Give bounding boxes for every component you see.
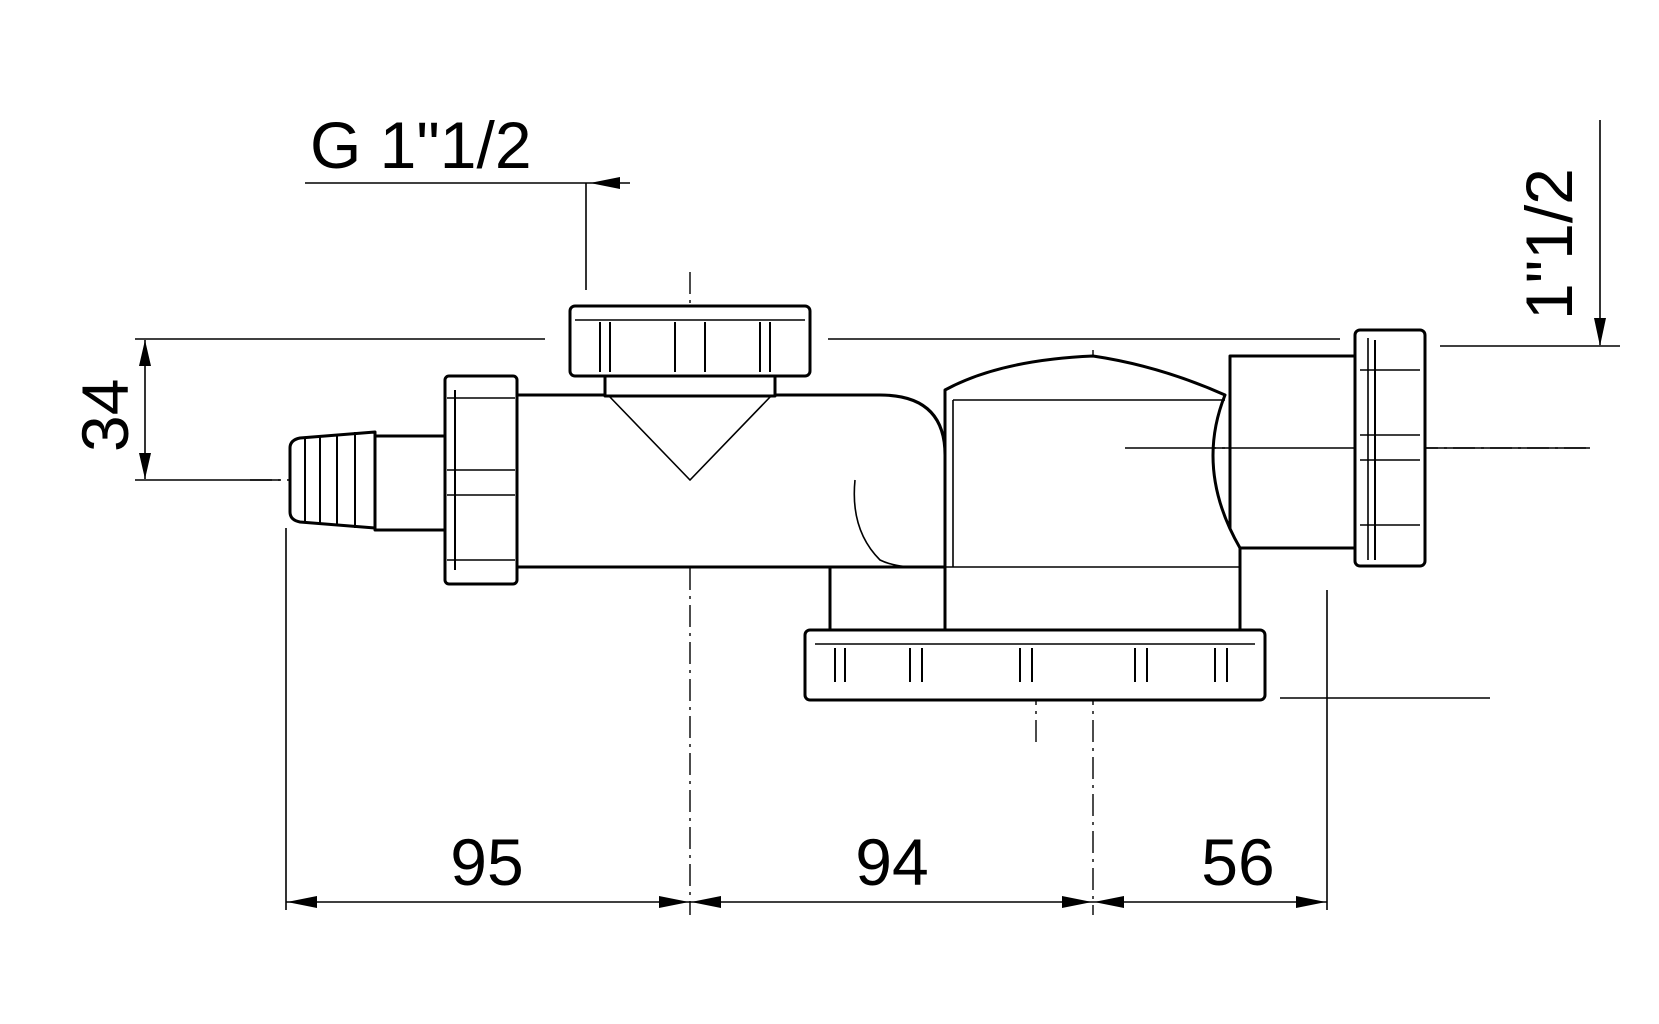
length-left-label: 95 (450, 825, 523, 899)
pipe-body (513, 354, 1357, 642)
outlet-thread-label: G 1"1/2 (310, 108, 532, 182)
top-outlet-nut (568, 304, 812, 398)
outlet-thread-dimension: G 1"1/2 (305, 108, 630, 290)
left-union-nut (443, 374, 519, 586)
right-inlet-nut (1353, 328, 1427, 568)
hose-barb (288, 430, 447, 532)
length-middle-label: 94 (855, 825, 928, 899)
inlet-thread-label: 1"1/2 (1512, 168, 1586, 320)
length-dimensions: 95 94 56 (285, 528, 1328, 910)
height-offset-label: 34 (68, 379, 142, 452)
length-right-label: 56 (1201, 825, 1274, 899)
inlet-thread-dimension: 1"1/2 (1440, 120, 1620, 347)
height-offset-dimension: 34 (68, 338, 545, 481)
bottom-nut (803, 628, 1267, 702)
